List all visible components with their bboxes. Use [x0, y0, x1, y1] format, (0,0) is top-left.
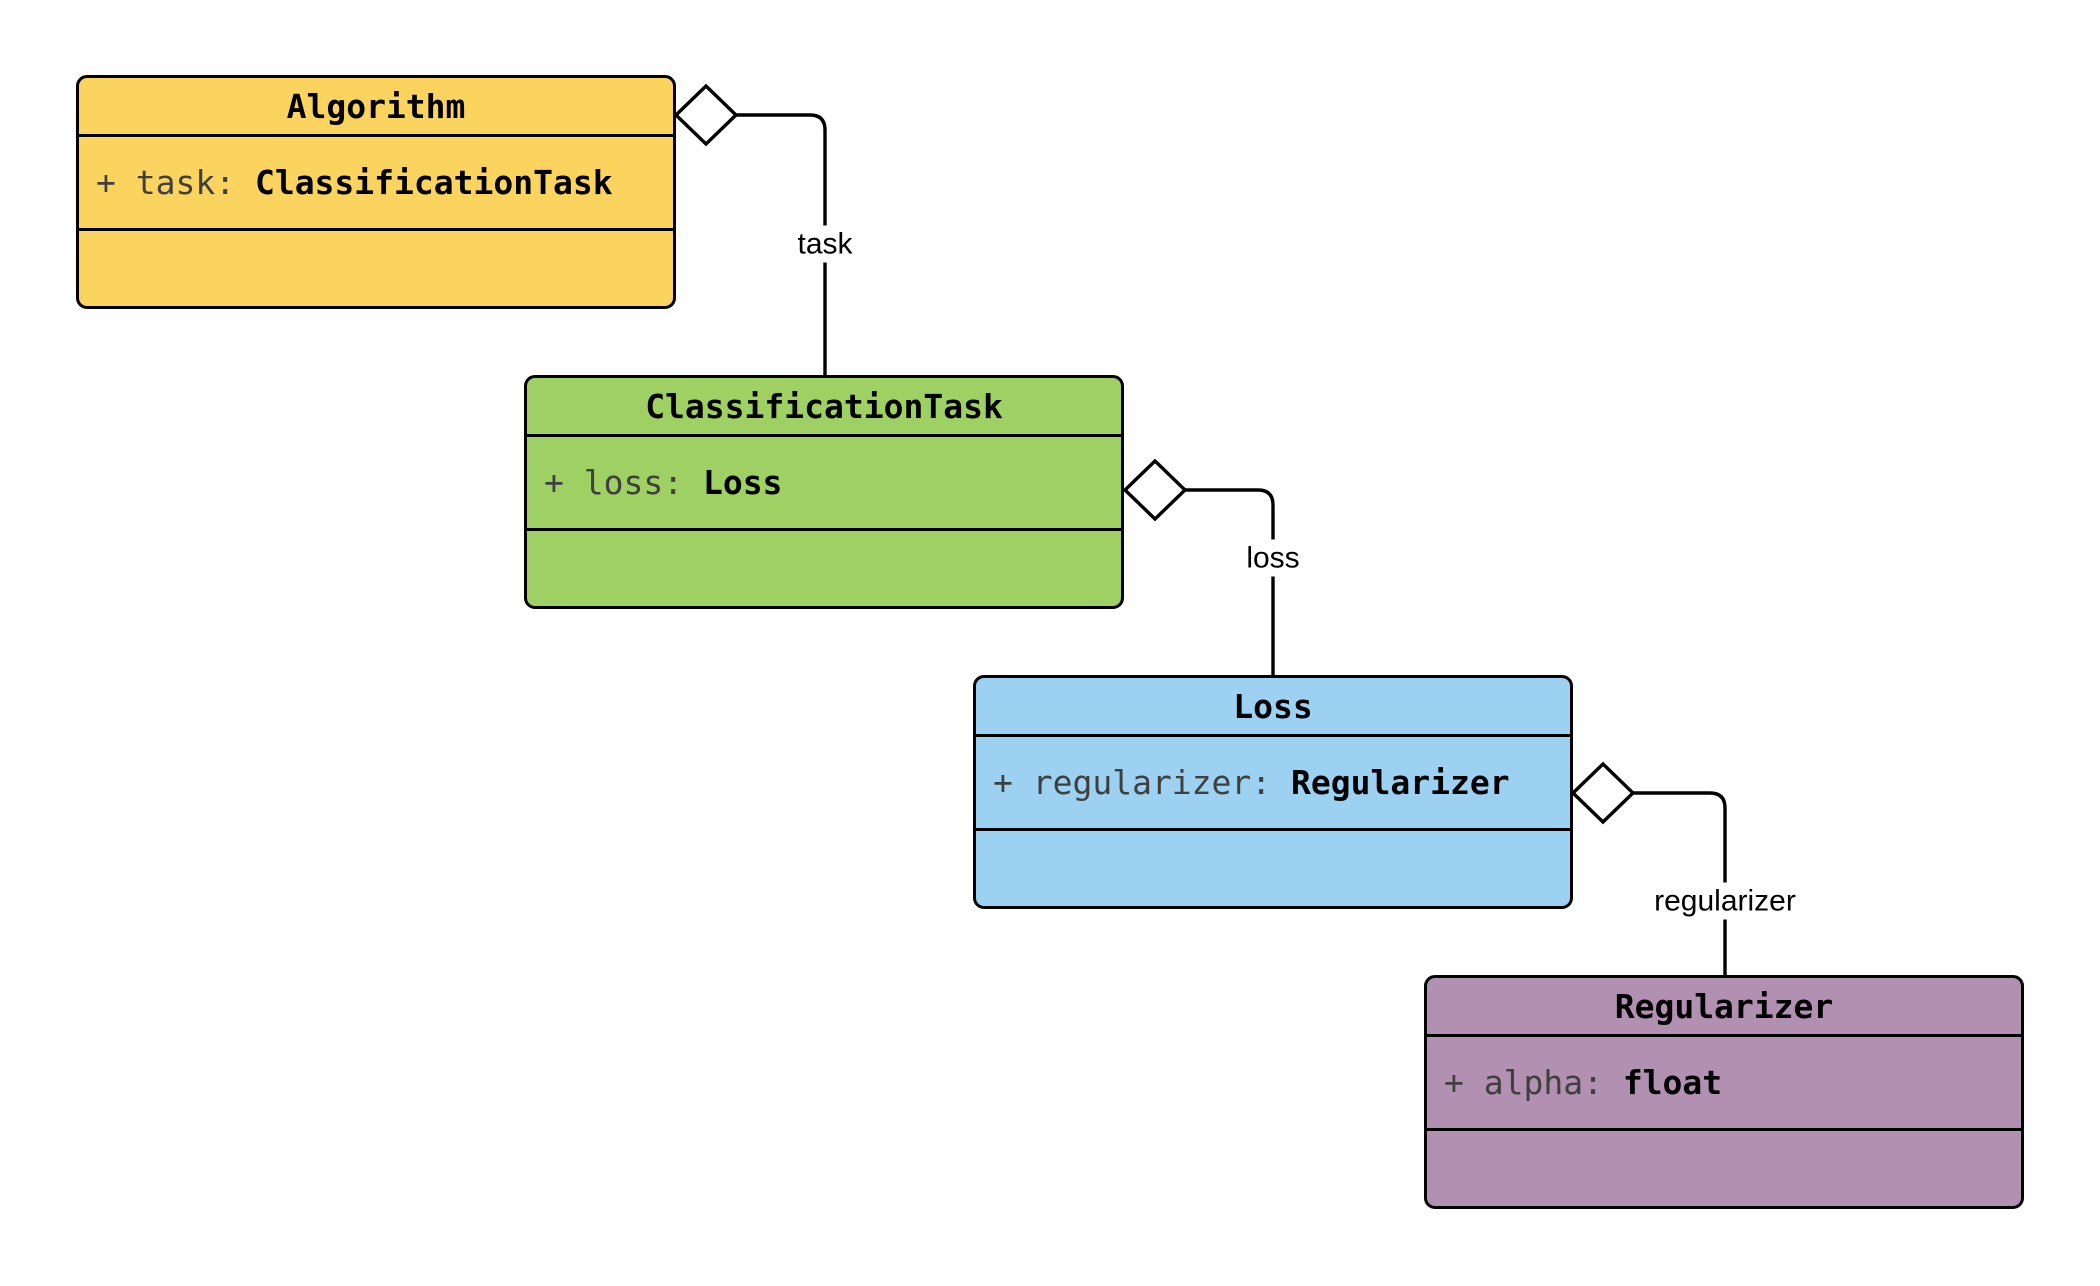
class-methods-empty	[79, 231, 673, 306]
attribute-name: + alpha:	[1444, 1063, 1623, 1102]
edge-label-loss: loss	[1238, 539, 1308, 577]
edge-label-regularizer: regularizer	[1646, 882, 1804, 920]
aggregation-edge-task	[673, 83, 827, 376]
aggregation-edge-loss	[1122, 458, 1275, 676]
aggregation-diamond-icon	[1570, 761, 1636, 825]
class-box-loss: Loss + regularizer: Regularizer	[973, 675, 1573, 909]
class-attributes: + task: ClassificationTask	[79, 137, 673, 231]
attribute-name: + loss:	[544, 463, 703, 502]
connector-line	[736, 113, 827, 376]
class-methods-empty	[1427, 1131, 2021, 1206]
class-methods-empty	[976, 831, 1570, 906]
edge-label-task: task	[789, 225, 861, 263]
attribute-type: float	[1622, 1063, 1723, 1102]
class-title: Regularizer	[1427, 978, 2021, 1037]
class-box-algorithm: Algorithm + task: ClassificationTask	[76, 75, 676, 309]
class-attributes: + regularizer: Regularizer	[976, 737, 1570, 831]
attribute-type: Loss	[702, 463, 783, 502]
class-box-regularizer: Regularizer + alpha: float	[1424, 975, 2024, 1209]
class-box-classificationtask: ClassificationTask + loss: Loss	[524, 375, 1124, 609]
class-title: ClassificationTask	[527, 378, 1121, 437]
aggregation-diamond-icon	[673, 83, 739, 147]
aggregation-edge-regularizer	[1570, 761, 1727, 976]
class-title: Loss	[976, 678, 1570, 737]
aggregation-diamond-icon	[1122, 458, 1188, 522]
connector-line	[1185, 488, 1275, 676]
class-attributes: + alpha: float	[1427, 1037, 2021, 1131]
class-title: Algorithm	[79, 78, 673, 137]
attribute-type: Regularizer	[1291, 763, 1510, 802]
attribute-name: + regularizer:	[993, 763, 1292, 802]
connector-line	[1633, 791, 1727, 976]
class-attributes: + loss: Loss	[527, 437, 1121, 531]
attribute-type: ClassificationTask	[254, 163, 613, 202]
class-methods-empty	[527, 531, 1121, 606]
attribute-name: + task:	[96, 163, 255, 202]
